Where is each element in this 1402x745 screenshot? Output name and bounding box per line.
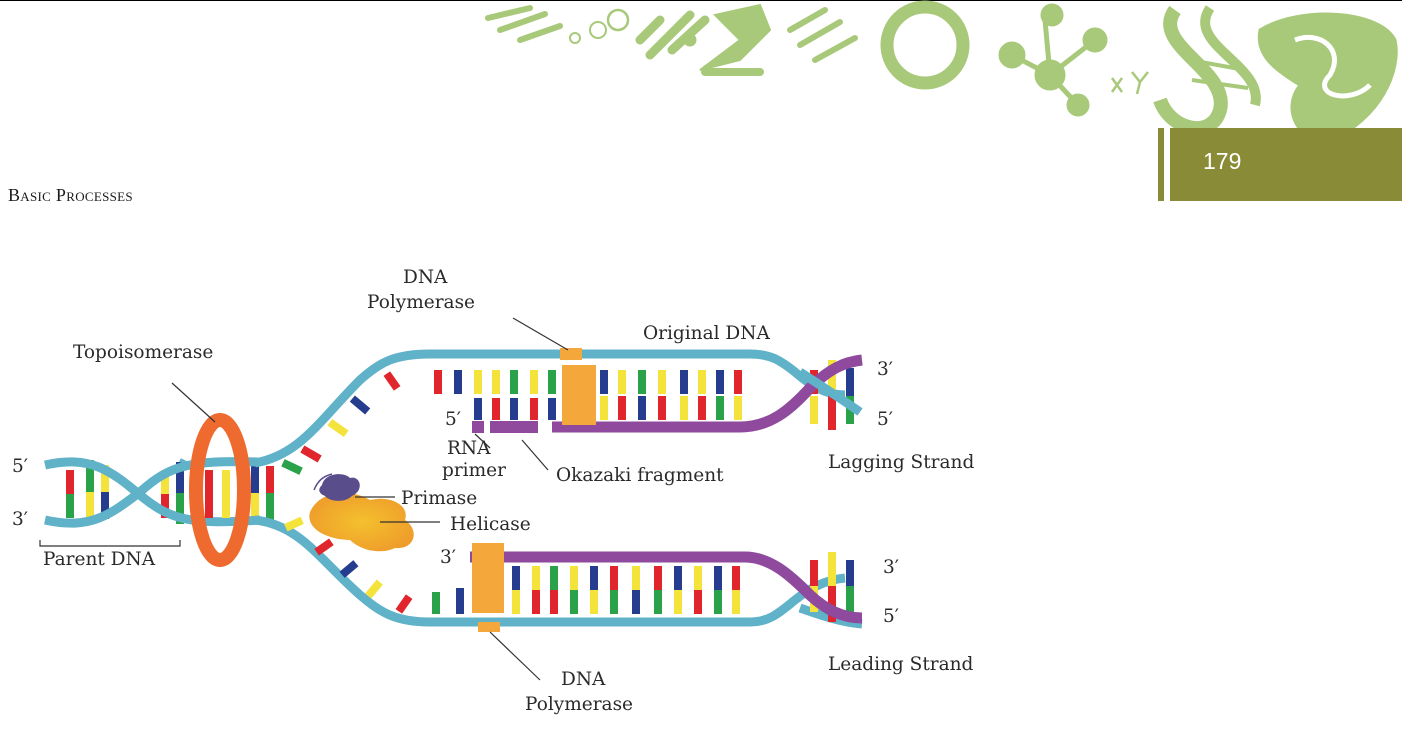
page-tab-accent <box>1158 128 1164 201</box>
leading-new-strand <box>470 551 863 624</box>
label-rna-primer-1: RNA <box>447 438 491 459</box>
label-helicase: Helicase <box>450 514 531 535</box>
leader-lines <box>39 317 569 681</box>
top-rule <box>0 0 1402 1</box>
dna-polymerase-top <box>560 348 596 425</box>
label-5prime-okazaki: 5′ <box>445 409 461 430</box>
label-leading-strand: Leading Strand <box>828 654 974 675</box>
parent-dna-helix <box>44 457 274 528</box>
label-dna-polymerase-bottom-2: Polymerase <box>525 694 633 715</box>
label-5prime-top-right: 5′ <box>877 409 893 430</box>
label-5prime-left: 5′ <box>12 456 28 477</box>
section-title: Basic Processes <box>8 185 133 205</box>
header-decoration <box>485 0 1398 142</box>
topoisomerase-enzyme <box>189 413 251 567</box>
label-okazaki-fragment: Okazaki fragment <box>556 465 724 486</box>
dna-helix-icon <box>1153 5 1261 135</box>
molecule-icon-left <box>485 5 630 44</box>
dna-polymerase-bottom <box>472 543 504 632</box>
label-parent-dna: Parent DNA <box>43 549 156 570</box>
label-5prime-bottom-right: 5′ <box>883 606 899 627</box>
label-rna-primer-2: primer <box>442 460 506 481</box>
label-dna-polymerase-bottom-1: DNA <box>561 669 606 690</box>
label-dna-polymerase-top-2: Polymerase <box>367 292 475 313</box>
microscope-icon <box>699 3 772 76</box>
chromosome-pair-icon <box>787 7 858 63</box>
diagram-labels: DNA Polymerase Original DNA Topoisomeras… <box>12 267 974 715</box>
label-3prime-top-right: 3′ <box>877 359 893 380</box>
label-3prime-leading: 3′ <box>440 547 456 568</box>
page-number: 179 <box>1203 148 1242 174</box>
label-topoisomerase: Topoisomerase <box>73 342 213 363</box>
dna-replication-diagram: DNA Polymerase Original DNA Topoisomeras… <box>12 267 974 715</box>
label-original-dna: Original DNA <box>643 323 770 344</box>
plasmid-ring-icon <box>880 0 970 90</box>
lagging-strand-bases <box>434 360 854 430</box>
label-primase: Primase <box>401 488 477 509</box>
label-3prime-bottom-right: 3′ <box>883 557 899 578</box>
label-lagging-strand: Lagging Strand <box>828 452 974 473</box>
page-number-tab <box>1170 128 1402 201</box>
lagging-new-strand <box>472 354 863 433</box>
protein-structure-icon <box>1257 12 1398 142</box>
chromosome-icon <box>635 10 710 60</box>
label-dna-polymerase-top-1: DNA <box>403 267 448 288</box>
label-3prime-left: 3′ <box>12 509 28 530</box>
helicase-enzyme <box>309 492 414 552</box>
primase-enzyme <box>313 473 360 501</box>
molecule-network-icon <box>998 3 1149 117</box>
